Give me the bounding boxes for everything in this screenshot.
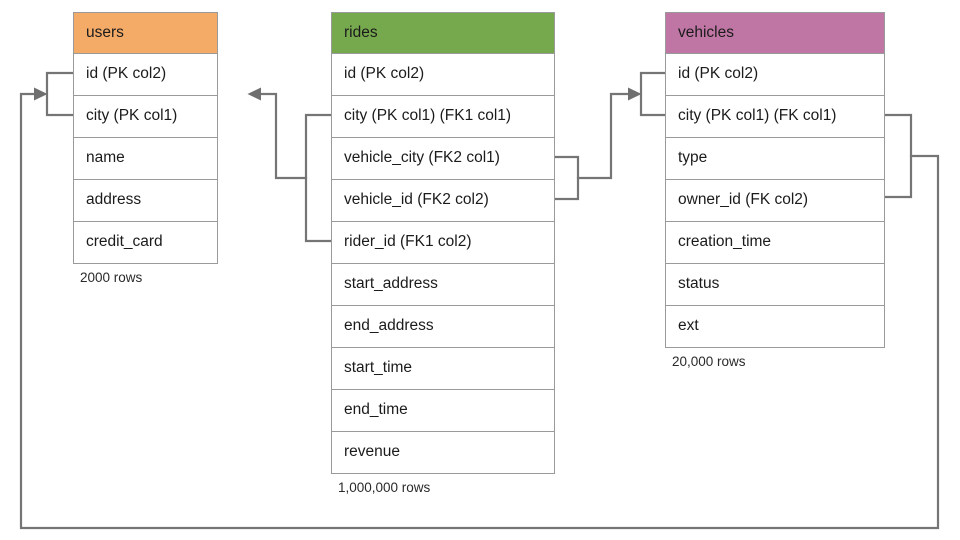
entity-caption-users: 2000 rows [80, 270, 143, 285]
column-row[interactable]: vehicle_id (FK2 col2) [331, 180, 555, 222]
arrowhead-fk1-into-users [247, 87, 261, 101]
entity-vehicles[interactable]: vehicles id (PK col2) city (PK col1) (FK… [665, 12, 885, 348]
entity-columns-users: id (PK col2) city (PK col1) name address… [73, 54, 218, 264]
column-row[interactable]: credit_card [73, 222, 218, 264]
column-row[interactable]: ext [665, 306, 885, 348]
entity-header-rides[interactable]: rides [331, 12, 555, 54]
relationship-route-fk1-rides-to-users [252, 92, 308, 180]
column-row[interactable]: type [665, 138, 885, 180]
column-row[interactable]: end_time [331, 390, 555, 432]
column-row[interactable]: id (PK col2) [665, 54, 885, 96]
column-row[interactable]: id (PK col2) [73, 54, 218, 96]
entity-header-users[interactable]: users [73, 12, 218, 54]
column-row[interactable]: creation_time [665, 222, 885, 264]
entity-caption-rides: 1,000,000 rows [338, 480, 431, 495]
entity-rides[interactable]: rides id (PK col2) city (PK col1) (FK1 c… [331, 12, 555, 474]
column-row[interactable]: id (PK col2) [331, 54, 555, 96]
entity-columns-vehicles: id (PK col2) city (PK col1) (FK col1) ty… [665, 54, 885, 348]
column-row[interactable]: end_address [331, 306, 555, 348]
column-row[interactable]: revenue [331, 432, 555, 474]
relationship-route-fk2-rides-to-vehicles [576, 92, 637, 180]
column-row[interactable]: start_address [331, 264, 555, 306]
column-row[interactable]: city (PK col1) (FK col1) [665, 96, 885, 138]
entity-header-vehicles[interactable]: vehicles [665, 12, 885, 54]
relationship-path-fk2-rides-to-vehicles [553, 155, 580, 201]
column-row[interactable]: vehicle_city (FK2 col1) [331, 138, 555, 180]
column-row[interactable]: status [665, 264, 885, 306]
entity-users[interactable]: users id (PK col2) city (PK col1) name a… [73, 12, 218, 264]
column-row[interactable]: rider_id (FK1 col2) [331, 222, 555, 264]
column-row[interactable]: name [73, 138, 218, 180]
target-bracket-users-left [45, 71, 75, 117]
arrowhead-fk2-into-vehicles [628, 87, 642, 101]
arrowhead-fk3-into-users [34, 87, 48, 101]
relationship-path-fk1-rides-to-users [304, 113, 333, 243]
column-row[interactable]: city (PK col1) (FK1 col1) [331, 96, 555, 138]
relationship-path-fk3-vehicles-to-users [883, 113, 913, 199]
target-bracket-vehicles-left [639, 71, 667, 117]
entity-caption-vehicles: 20,000 rows [672, 354, 746, 369]
column-row[interactable]: owner_id (FK col2) [665, 180, 885, 222]
column-row[interactable]: start_time [331, 348, 555, 390]
entity-columns-rides: id (PK col2) city (PK col1) (FK1 col1) v… [331, 54, 555, 474]
column-row[interactable]: address [73, 180, 218, 222]
column-row[interactable]: city (PK col1) [73, 96, 218, 138]
